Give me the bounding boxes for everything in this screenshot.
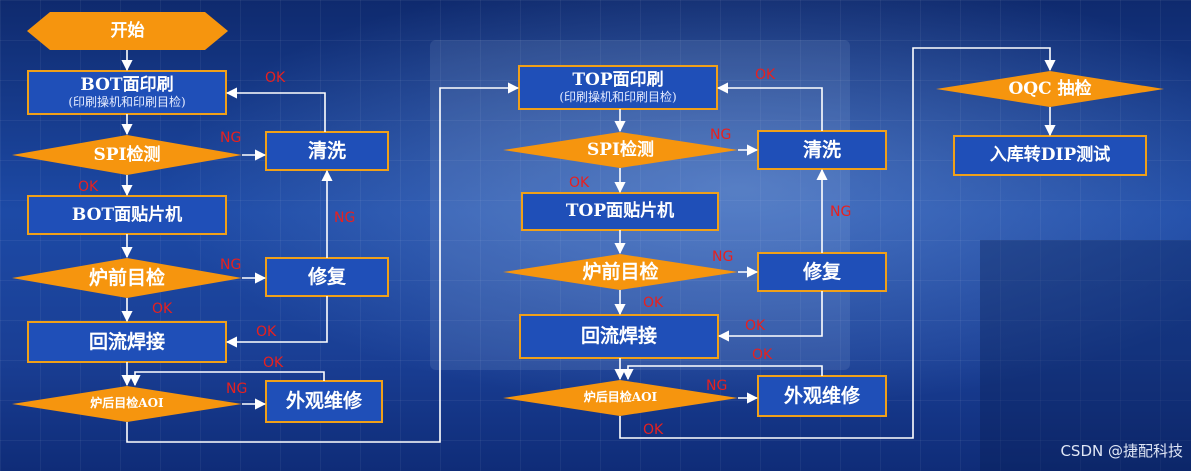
- top-print-box: [518, 65, 718, 110]
- bot-print-box: [27, 70, 227, 115]
- top-clean-box: [757, 130, 887, 170]
- top-spi-decision: [503, 132, 738, 168]
- top-repair-ok-label: OK: [745, 318, 766, 334]
- oqc-decision: [936, 71, 1164, 107]
- top-visual-ok-label: OK: [752, 347, 773, 363]
- top-pre-decision: [503, 254, 738, 290]
- arrow-bot-aoi-top-print: [126, 82, 520, 443]
- arrow-bot-visual-aoi: [129, 371, 325, 387]
- top-aoi-ng-label: NG: [706, 378, 728, 394]
- top-mount-box: [521, 192, 719, 231]
- top-repair-box: [757, 252, 887, 292]
- bot-aoi-ng-label: NG: [226, 381, 248, 397]
- top-pre-ok-label: OK: [643, 295, 664, 311]
- dip-box: [953, 135, 1147, 176]
- bot-reflow-box: [27, 321, 227, 363]
- watermark: CSDN @捷配科技: [1060, 442, 1183, 460]
- bot-mount-box: [27, 195, 227, 235]
- bot-spi-decision: [12, 135, 242, 175]
- top-clean-ok-label: OK: [755, 67, 776, 83]
- arrow-top-repair-reflow: [717, 291, 823, 342]
- top-reflow-box: [519, 314, 719, 359]
- arrow-bot-clean-print: [225, 87, 326, 132]
- bot-aoi-decision: [12, 386, 242, 422]
- arrow-top-aoi-oqc: [619, 47, 1056, 439]
- bot-clean-ok-label: OK: [265, 70, 286, 86]
- top-repair-ng-label: NG: [830, 204, 852, 220]
- bot-pre-decision: [12, 258, 242, 298]
- bot-repair-ng-label: NG: [334, 210, 356, 226]
- bot-spi-ng-label: NG: [220, 130, 242, 146]
- bot-visual-ok-label: OK: [263, 355, 284, 371]
- top-spi-ok-label: OK: [569, 175, 590, 191]
- bot-visual-box: [265, 380, 383, 423]
- bot-repair-ok-label: OK: [256, 324, 277, 340]
- bot-pre-ng-label: NG: [220, 257, 242, 273]
- top-pre-ng-label: NG: [712, 249, 734, 265]
- top-visual-box: [757, 375, 887, 417]
- bot-repair-box: [265, 257, 389, 297]
- arrow-bot-repair-reflow: [225, 296, 328, 348]
- top-spi-ng-label: NG: [710, 127, 732, 143]
- top-aoi-ok-label: OK: [643, 422, 664, 438]
- bot-clean-box: [265, 131, 389, 171]
- bot-pre-ok-label: OK: [152, 301, 173, 317]
- top-aoi-decision: [503, 380, 738, 416]
- background-board: [980, 240, 1191, 471]
- start-node: [27, 12, 228, 50]
- bot-spi-ok-label: OK: [78, 179, 99, 195]
- arrow-top-visual-aoi: [622, 365, 823, 381]
- arrow-top-clean-print: [716, 82, 823, 131]
